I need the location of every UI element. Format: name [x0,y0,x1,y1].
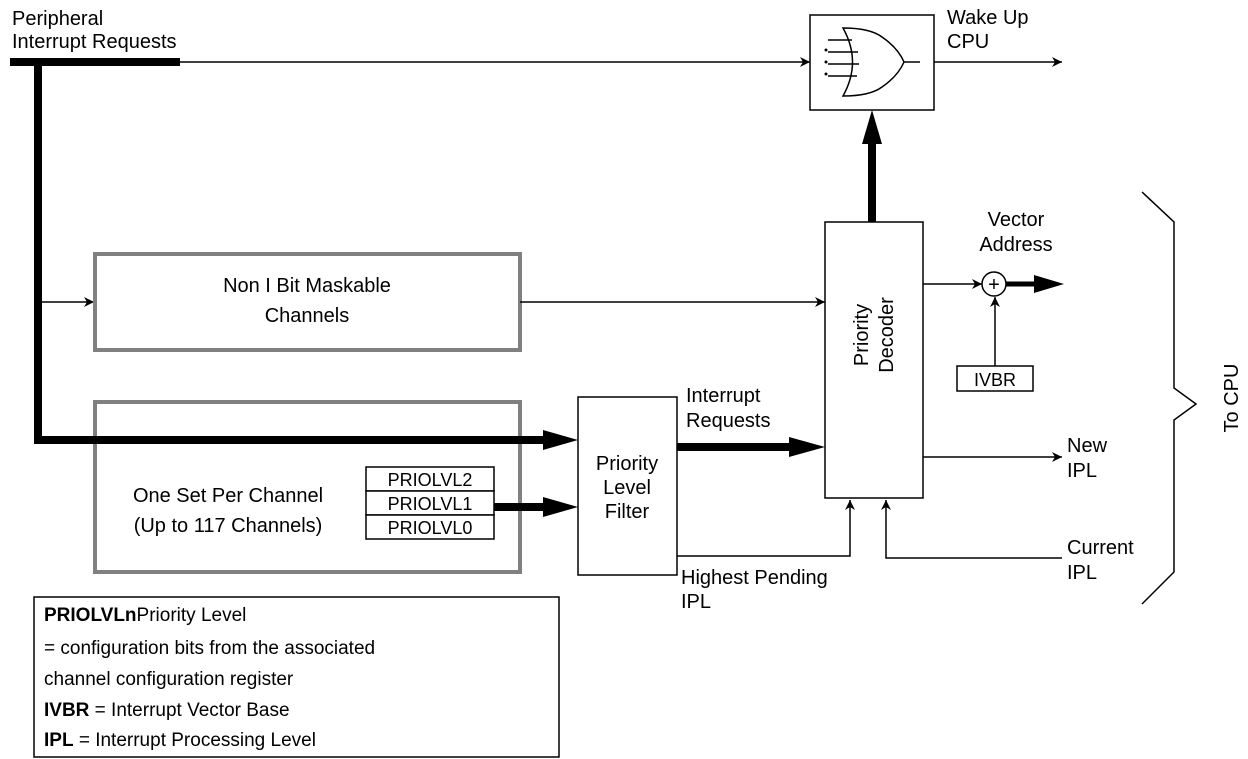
current-ipl-line [881,500,1062,559]
decoder-label-line2: Decoder [876,297,898,373]
wakeup-label-line1: Wake Up [947,7,1029,29]
legend-ipl-term: IPL [44,730,74,751]
legend-line1: PRIOLVLnPriority Level [44,605,246,626]
to-cpu-label: To CPU [1221,364,1243,433]
legend-line3: channel configuration register [44,669,294,690]
legend-line2: = configuration bits from the associated [44,638,375,659]
register-priolvl1-label: PRIOLVL1 [388,494,473,514]
vector-address-arrowhead [1034,275,1064,293]
priolvl-bus-arrowhead [543,497,578,517]
ivbr-block [956,365,1034,392]
vector-address-label-line1: Vector [988,209,1045,231]
register-priolvl2 [365,466,495,492]
priority-decoder-block [824,221,924,499]
highest-pending-ipl-line [677,500,855,557]
ellipsis-icon [824,48,828,76]
peripheral-label-line2: Interrupt Requests [12,31,177,53]
interrupt-requests-arrowhead [789,437,825,457]
legend-ivbr-desc: = Interrupt Vector Base [89,700,289,721]
legend-priolvln-term: PRIOLVLn [44,605,137,626]
filter-label-line2: Level [603,477,651,499]
new-ipl-label-line2: IPL [1067,460,1097,482]
interrupt-requests-label-line1: Interrupt [686,385,761,407]
one-set-label-line1: One Set Per Channel [133,485,323,507]
legend-ipl-desc: = Interrupt Processing Level [74,730,316,751]
current-ipl-label-line2: IPL [1067,562,1097,584]
or-gate-icon [828,27,920,97]
highest-pending-label-line2: IPL [681,591,711,613]
highest-pending-label-line1: Highest Pending [681,567,828,589]
current-ipl-label-line1: Current [1067,537,1134,559]
legend-priolvln-desc: Priority Level [137,605,247,626]
non-i-bit-block [93,252,522,352]
legend-line4: IVBR = Interrupt Vector Base [44,700,290,721]
non-i-bit-label-line2: Channels [265,305,350,327]
adder-symbol: + [988,274,1000,296]
one-set-per-channel-block [93,400,522,574]
legend-ivbr-term: IVBR [44,700,90,721]
interrupt-requests-label-line2: Requests [686,410,771,432]
legend-box [33,596,560,758]
vector-address-label-line2: Address [979,234,1052,256]
peripheral-label-line1: Peripheral [12,8,103,30]
legend-line5: IPL = Interrupt Processing Level [44,730,316,751]
to-cpu-brace [1141,191,1198,605]
priolvl-registers: PRIOLVL2 PRIOLVL1 PRIOLVL0 [365,466,495,540]
filter-label-line3: Filter [605,501,650,523]
decoder-label-line1: Priority [851,304,873,366]
register-priolvl2-label: PRIOLVL2 [388,470,473,490]
new-ipl-label-line1: New [1067,435,1108,457]
filter-label-line1: Priority [596,453,658,475]
wakeup-label-line2: CPU [947,31,989,53]
channel-bus-arrowhead [543,430,578,450]
ivbr-label: IVBR [974,370,1016,390]
one-set-label-line2: (Up to 117 Channels) [134,515,323,537]
non-i-bit-label-line1: Non I Bit Maskable [223,275,391,297]
register-priolvl0-label: PRIOLVL0 [388,518,473,538]
decoder-to-wakeup-arrowhead [862,110,882,144]
priority-level-filter-block [577,396,678,576]
register-priolvl0 [365,514,495,540]
